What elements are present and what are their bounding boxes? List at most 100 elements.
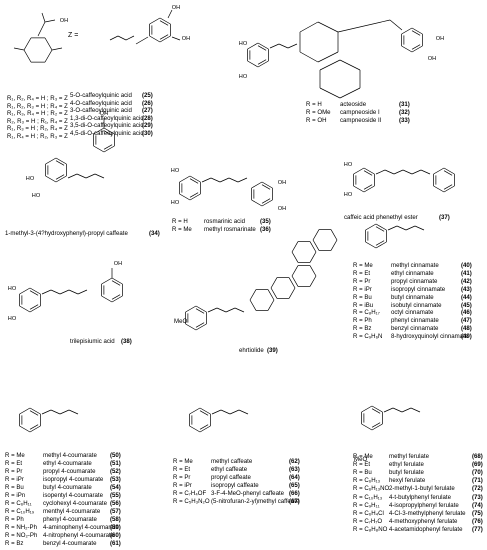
benzene-ring: [45, 157, 57, 165]
compound-number: (44): [461, 293, 472, 301]
cyclohexane-ring: [44, 49, 53, 63]
chain-bond: [67, 173, 78, 179]
benzene-ring: [159, 17, 171, 25]
double-bond: [159, 34, 169, 40]
compound-name: methyl rosmarinate: [204, 226, 256, 233]
double-bond: [375, 226, 385, 232]
chain-bond: [68, 289, 79, 295]
chain-bond: [375, 169, 386, 175]
compound-name: 4-aminophenyl 4-coumarate: [43, 524, 119, 531]
compound-number: (43): [461, 285, 472, 293]
cyclohexane-ring: [44, 37, 53, 51]
bond: [171, 36, 181, 41]
compound-name: isopentyl 4-coumarate: [43, 492, 103, 499]
list-item: R = C₅H₃N₂O: [173, 498, 210, 505]
compound-number: (56): [110, 500, 121, 507]
chain-bond: [211, 409, 222, 415]
compound-number: (36): [260, 226, 271, 233]
chain-bond: [237, 177, 248, 183]
compound-number: (45): [461, 301, 472, 309]
double-bond: [195, 308, 205, 314]
compound-number: (59): [110, 524, 121, 531]
double-bond: [257, 59, 267, 65]
hydroxyl-label: HO: [239, 74, 248, 80]
compound-number: (34): [149, 230, 160, 237]
benzene-ring: [365, 223, 377, 231]
chain-bond: [234, 307, 245, 313]
double-bond: [29, 410, 39, 416]
compound-name: isopropyl caffeate: [211, 482, 259, 489]
benzene-ring: [363, 185, 375, 193]
compound-number: (50): [110, 452, 121, 459]
list-item: R = C₁₀H₁₉: [5, 508, 35, 515]
chain-bond: [269, 43, 280, 49]
compound-number: (41): [461, 269, 472, 277]
hydroxyl-label: OH: [182, 36, 190, 42]
benzene-ring: [149, 35, 161, 43]
terpene-ring: [312, 239, 320, 251]
list-item: R = Pr: [5, 468, 23, 475]
benzene-ring: [179, 193, 191, 201]
compound-number: (38): [121, 338, 132, 345]
compound-name: acteoside: [340, 101, 367, 108]
compound-name: (5-nitrofuran-2-yl)methyl caffeate: [211, 498, 300, 505]
benzene-ring: [29, 425, 41, 433]
chain-bond: [210, 177, 221, 183]
compound-number: (53): [110, 476, 121, 483]
bond: [167, 9, 173, 19]
benzene-ring: [111, 295, 123, 303]
bond: [13, 47, 25, 51]
compound-name: 4-t-butylphenyl ferulate: [389, 493, 451, 501]
chain-bond: [337, 19, 391, 33]
hydroxyl-label: HO: [171, 200, 180, 206]
compound-name: hexyl ferulate: [389, 477, 426, 485]
compound-name: benzyl cinnamate: [391, 325, 439, 333]
compound-name: isopropyl 4-coumarate: [43, 476, 104, 483]
terpene-ring: [288, 287, 296, 299]
chain-bond: [219, 177, 230, 183]
list-item: R = C₆H₁₃: [353, 477, 381, 485]
benzene-ring: [251, 181, 263, 189]
compound-name: phenyl cinnamate: [391, 317, 439, 325]
list-item: R = OH: [306, 117, 327, 124]
compound-number: (55): [110, 492, 121, 499]
list-item: R = NH₂-Ph: [5, 524, 37, 531]
double-bond: [363, 184, 373, 190]
benzene-ring: [433, 167, 445, 175]
benzene-ring: [371, 423, 383, 431]
double-bond: [159, 20, 169, 26]
terpene-ring: [309, 275, 317, 287]
list-item: R = iPn: [5, 492, 26, 499]
list-item: R = H: [172, 218, 188, 225]
benzene-ring: [101, 295, 113, 303]
compound-number: (49): [461, 333, 472, 341]
compound-number: (60): [110, 532, 121, 539]
compound-name: methyl caffeate: [211, 458, 253, 465]
list-item: R = iPr: [353, 285, 372, 293]
rhamnose-ring: [339, 59, 361, 71]
compound-number: (31): [399, 101, 410, 108]
compound-name: 4-isopropylphenyl ferulate: [389, 501, 459, 509]
chain-bond: [207, 307, 218, 313]
terpene-ring: [309, 251, 317, 263]
benzene-ring: [375, 223, 387, 231]
benzene-ring: [111, 277, 123, 285]
chain-bond: [420, 169, 431, 175]
glucose-ring: [317, 51, 339, 63]
compound-number: (37): [439, 214, 450, 221]
benzene-ring: [195, 305, 207, 313]
chain-bond: [401, 407, 412, 413]
rhamnose-ring: [339, 87, 361, 99]
compound-name: ethyl 4-coumarate: [43, 460, 92, 467]
compound-number: (65): [289, 482, 300, 489]
list-item: R = C₆H₁₁: [5, 500, 32, 507]
double-bond: [189, 192, 199, 198]
compound-number: (76): [472, 517, 483, 525]
chain-bond: [228, 177, 239, 183]
compound-number: (52): [110, 468, 121, 475]
compound-number: (61): [110, 540, 121, 547]
list-item: R = Et: [5, 460, 23, 467]
